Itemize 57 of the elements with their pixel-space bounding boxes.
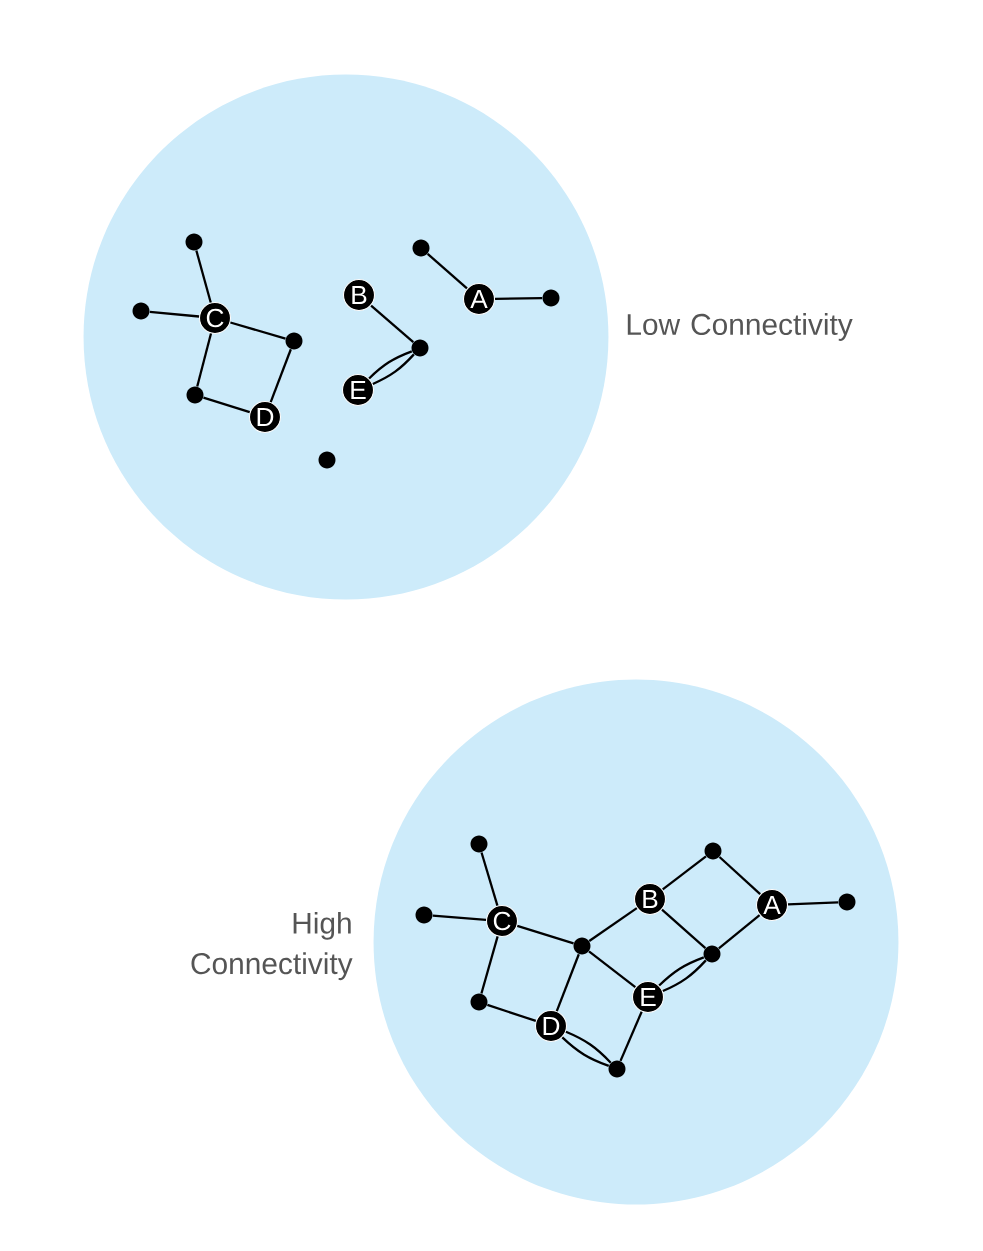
graph-edge <box>487 1003 537 1023</box>
labeled-vertex: D <box>534 1010 568 1043</box>
vertex-dot <box>412 239 430 257</box>
graph-edge <box>432 914 487 921</box>
graph-edge <box>588 907 638 942</box>
graph-edge <box>658 956 705 987</box>
vertex-dot <box>318 451 336 469</box>
labeled-vertex: C <box>485 905 519 938</box>
vertex-dot <box>838 893 856 911</box>
vertex-dot <box>415 906 433 924</box>
graph-edge <box>588 950 636 989</box>
bubble <box>373 679 899 1205</box>
vertex-dot <box>608 1060 626 1078</box>
graph-edge <box>787 901 839 906</box>
bubble <box>83 74 609 600</box>
graph-edge <box>480 852 499 906</box>
graph-edge <box>662 855 707 891</box>
vertex-dot <box>470 835 488 853</box>
vertex-dot <box>542 289 560 307</box>
graph-edge <box>718 914 761 950</box>
graph-edge <box>149 310 200 318</box>
graph-edge <box>370 304 415 344</box>
vertex-dot <box>573 937 591 955</box>
labeled-vertex: A <box>755 889 789 922</box>
graph-edge <box>203 396 251 414</box>
graph-edge <box>495 297 543 300</box>
graph-edge <box>718 856 761 896</box>
labeled-vertex: A <box>462 283 495 316</box>
labeled-vertex: B <box>633 883 667 916</box>
vertex-dot <box>285 332 303 350</box>
graph-edge <box>269 348 292 403</box>
caption-text: Low Connectivity <box>627 313 853 341</box>
graph-edge <box>516 924 574 945</box>
graph-edge <box>195 250 212 303</box>
graph-edge <box>555 953 580 1012</box>
graph-edge <box>662 959 707 993</box>
graph-edge <box>196 333 213 387</box>
labeled-vertex: B <box>342 279 376 312</box>
graph-edge <box>426 253 468 290</box>
caption-text: High Connectivity <box>191 911 353 981</box>
graph-edge <box>619 1011 643 1062</box>
labeled-vertex: C <box>198 302 232 335</box>
vertex-dot <box>186 386 204 404</box>
graph-edge <box>561 1036 610 1067</box>
vertex-dot <box>411 339 429 357</box>
graph-edge <box>230 321 286 340</box>
labeled-vertex: D <box>248 401 282 434</box>
graph-edge <box>661 908 707 949</box>
labeled-vertex: E <box>341 374 374 407</box>
vertex-dot <box>703 945 721 963</box>
vertex-dot <box>132 302 150 320</box>
labeled-vertex: E <box>631 981 665 1014</box>
graph-edge <box>565 1030 612 1064</box>
vertex-dot <box>704 842 722 860</box>
graph-edge <box>480 936 499 994</box>
vertex-dot <box>470 993 488 1011</box>
vertex-dot <box>185 233 203 251</box>
